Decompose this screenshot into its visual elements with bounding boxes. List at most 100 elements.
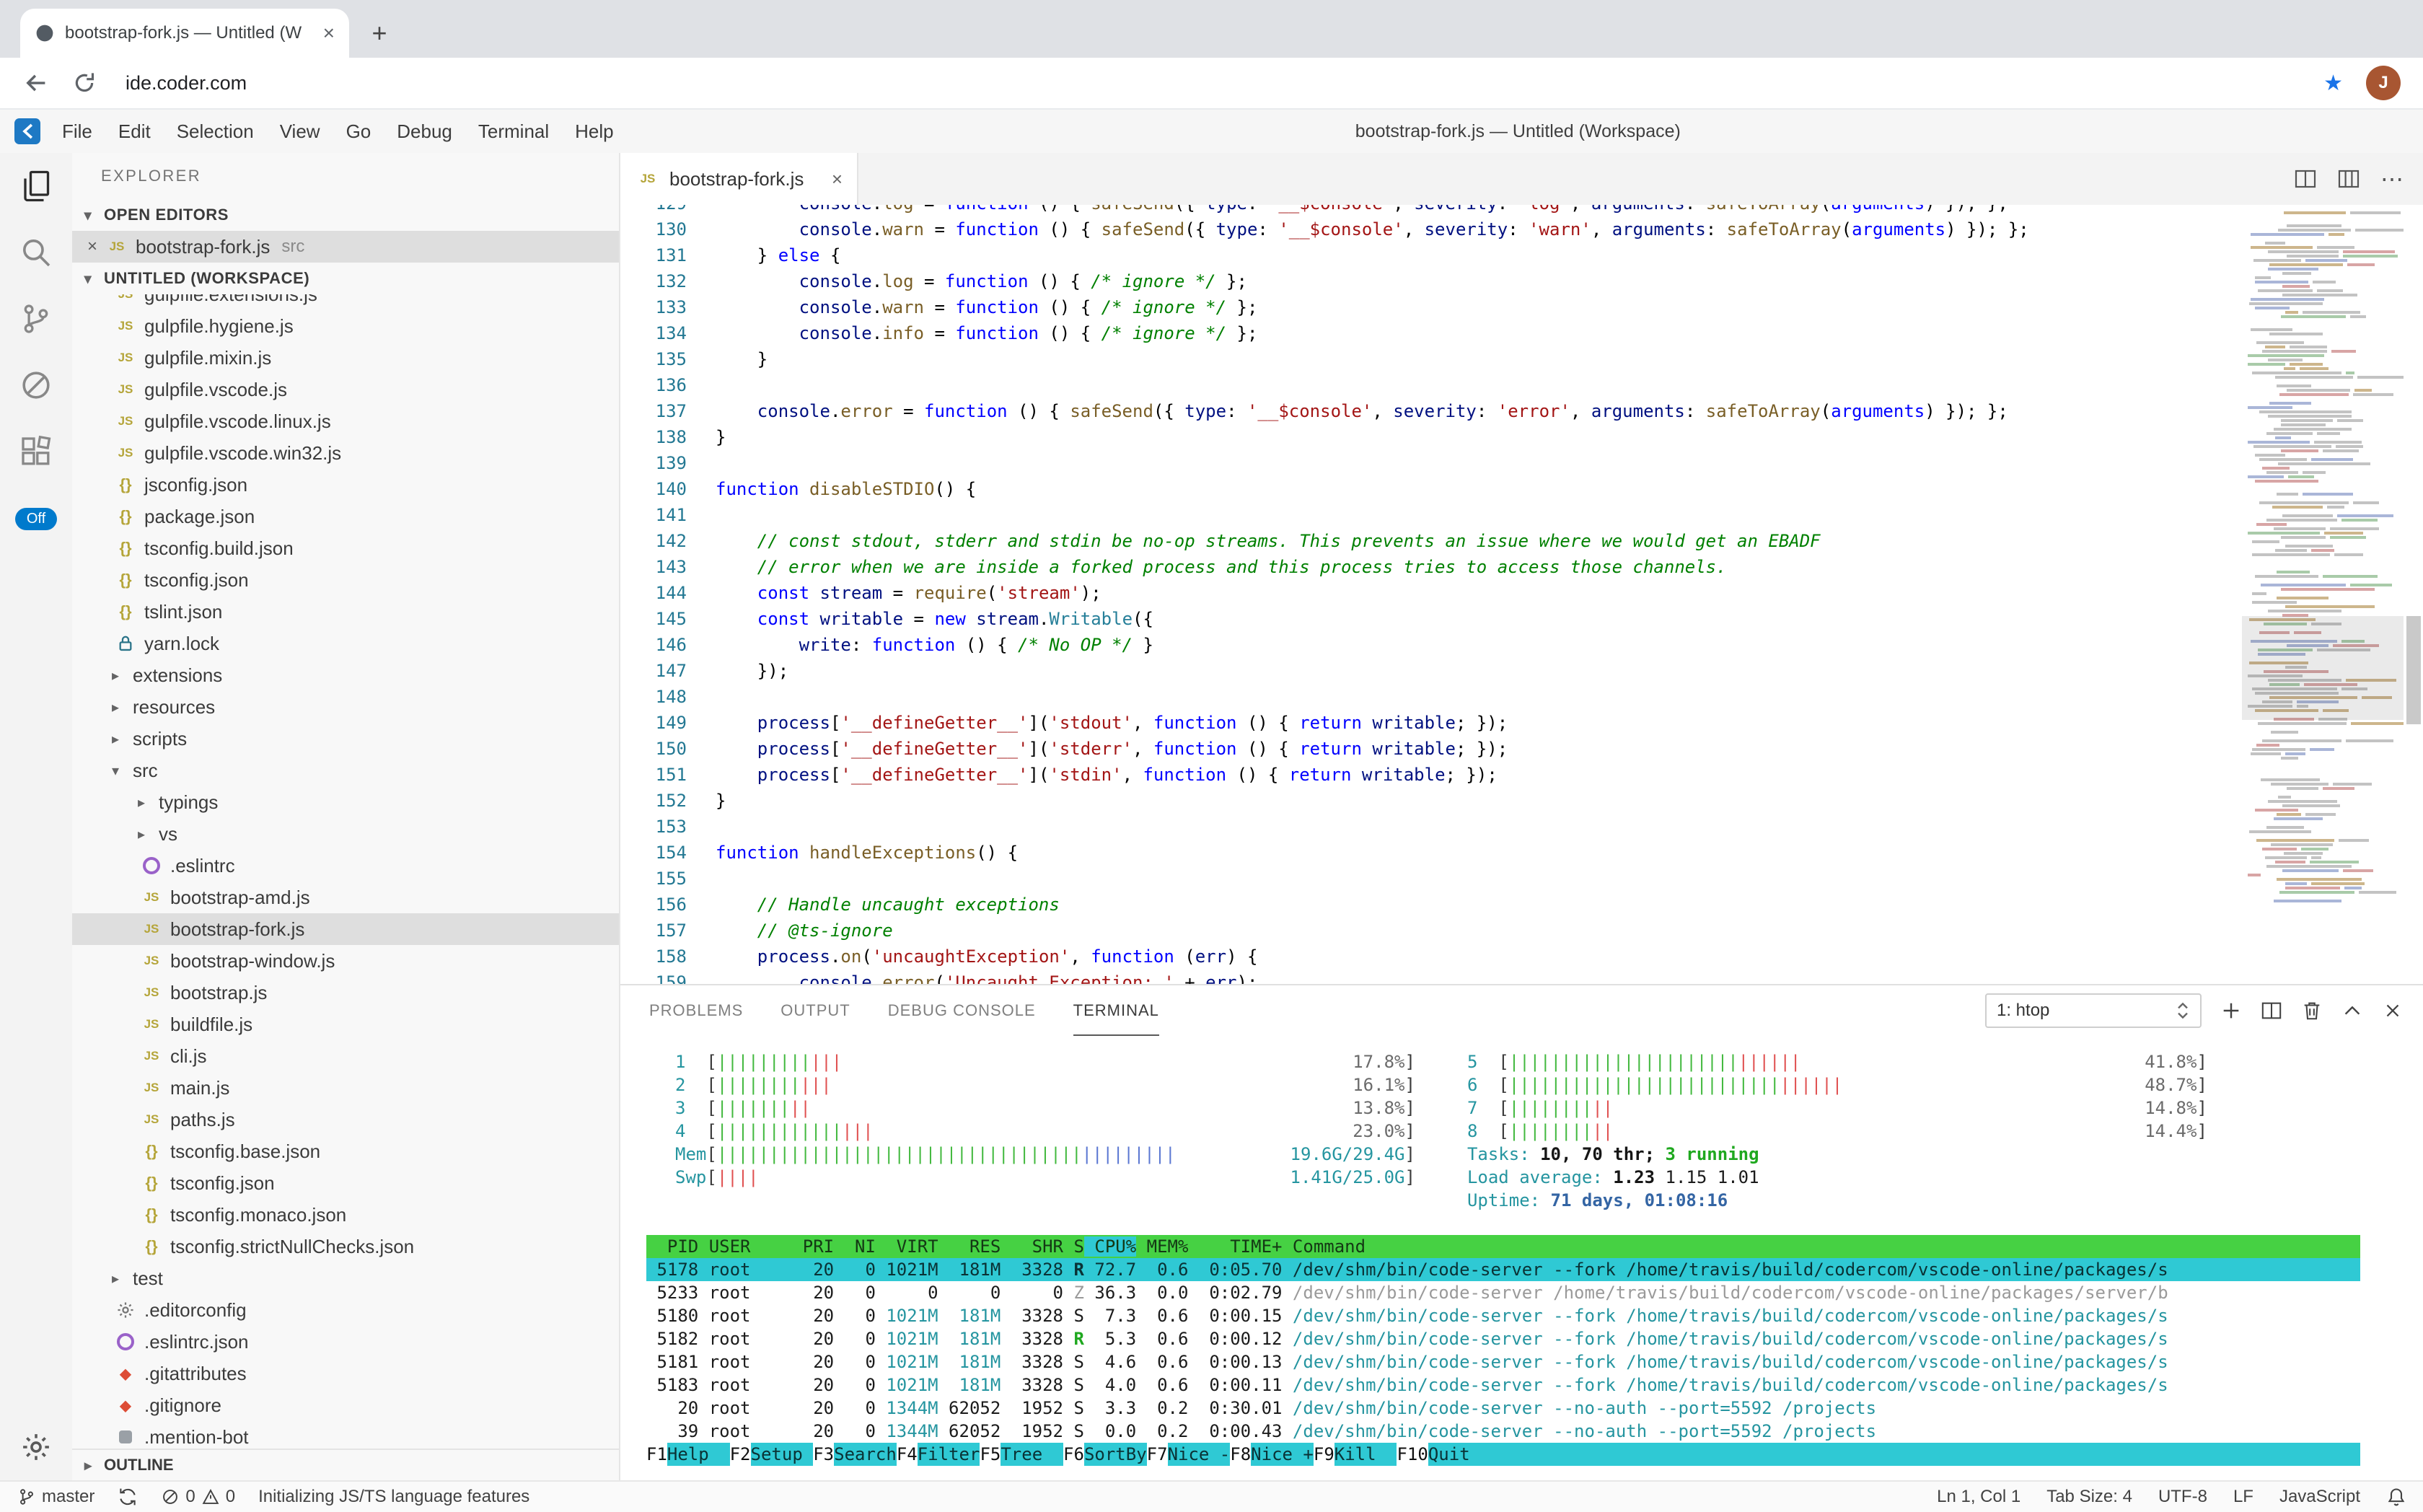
fkey-label[interactable]: Help — [667, 1443, 730, 1466]
tree-item-yarn.lock[interactable]: yarn.lock — [72, 628, 619, 659]
split-editor-icon[interactable] — [2294, 167, 2317, 190]
tree-item-buildfile.js[interactable]: JSbuildfile.js — [72, 1008, 619, 1040]
process-row[interactable]: 5182 root 20 0 1021M 181M 3328 R 5.3 0.6… — [646, 1327, 2360, 1350]
tree-item-.eslintrc[interactable]: .eslintrc — [72, 850, 619, 882]
tree-item-.mention-bot[interactable]: .mention-bot — [72, 1421, 619, 1449]
tree-item-.gitignore[interactable]: ◆.gitignore — [72, 1389, 619, 1421]
tab-close-icon[interactable]: × — [832, 168, 843, 190]
minimap-slider[interactable] — [2242, 616, 2404, 720]
tree-item-bootstrap-amd.js[interactable]: JSbootstrap-amd.js — [72, 882, 619, 913]
process-row[interactable]: 20 root 20 0 1344M 62052 1952 S 3.3 0.2 … — [646, 1397, 2360, 1420]
fkey-label[interactable]: SortBy — [1084, 1443, 1147, 1466]
fkey-label[interactable]: Setup — [751, 1443, 814, 1466]
reload-icon[interactable] — [72, 71, 97, 95]
minimap[interactable] — [2242, 205, 2404, 984]
browser-tab[interactable]: bootstrap-fork.js — Untitled (W × — [20, 9, 349, 58]
process-table-header[interactable]: PID USER PRI NI VIRT RES SHR S CPU% MEM%… — [646, 1235, 2360, 1258]
git-branch-indicator[interactable]: master — [17, 1487, 94, 1507]
tree-item-tsconfig.json[interactable]: {}tsconfig.json — [72, 1167, 619, 1199]
problems-indicator[interactable]: 0 0 — [161, 1487, 235, 1507]
tree-item-gulpfile.vscode.js[interactable]: JSgulpfile.vscode.js — [72, 374, 619, 405]
activitybar-circle-slash[interactable] — [0, 352, 72, 418]
bookmark-star-icon[interactable]: ★ — [2323, 71, 2343, 96]
statusbar-javascript[interactable]: JavaScript — [2279, 1487, 2360, 1507]
code-editor[interactable]: 129 console.log = function () { safeSend… — [620, 205, 2423, 984]
url-field[interactable]: ide.coder.com — [126, 72, 2300, 94]
fkey-label[interactable]: Nice + — [1251, 1443, 1314, 1466]
menu-debug[interactable]: Debug — [384, 116, 465, 147]
tree-item-jsconfig.json[interactable]: {}jsconfig.json — [72, 469, 619, 501]
fkey-f3[interactable]: F3 — [813, 1443, 834, 1466]
process-row[interactable]: 39 root 20 0 1344M 62052 1952 S 0.0 0.2 … — [646, 1420, 2360, 1443]
close-icon[interactable]: × — [81, 237, 104, 257]
process-row[interactable]: 5181 root 20 0 1021M 181M 3328 S 4.6 0.6… — [646, 1350, 2360, 1373]
more-actions-icon[interactable]: ⋯ — [2380, 165, 2404, 193]
tree-item-.gitattributes[interactable]: ◆.gitattributes — [72, 1358, 619, 1389]
split-terminal-icon[interactable] — [2261, 1000, 2282, 1021]
new-tab-button[interactable]: + — [361, 14, 398, 52]
avatar[interactable]: J — [2366, 66, 2401, 100]
tree-item-main.js[interactable]: JSmain.js — [72, 1072, 619, 1104]
settings-gear-icon[interactable] — [20, 1431, 52, 1463]
fkey-label[interactable]: Kill — [1334, 1443, 1397, 1466]
statusbar-ln-1-col-1[interactable]: Ln 1, Col 1 — [1937, 1487, 2020, 1507]
fkey-label[interactable]: Nice - — [1168, 1443, 1231, 1466]
activitybar-files[interactable] — [0, 153, 72, 219]
menu-edit[interactable]: Edit — [105, 116, 164, 147]
fkey-f6[interactable]: F6 — [1063, 1443, 1084, 1466]
fkey-f5[interactable]: F5 — [980, 1443, 1001, 1466]
tree-item-bootstrap.js[interactable]: JSbootstrap.js — [72, 977, 619, 1008]
menu-file[interactable]: File — [49, 116, 105, 147]
panel-tab-debug-console[interactable]: DEBUG CONSOLE — [888, 985, 1036, 1036]
tree-item-bootstrap-fork.js[interactable]: JSbootstrap-fork.js — [72, 913, 619, 945]
workspace-section-header[interactable]: ▾UNTITLED (WORKSPACE) — [72, 263, 619, 294]
tree-item-extensions[interactable]: ▸extensions — [72, 659, 619, 691]
activitybar-source-control[interactable] — [0, 286, 72, 352]
tree-item-tsconfig.build.json[interactable]: {}tsconfig.build.json — [72, 532, 619, 564]
tree-item-gulpfile.extensions.js[interactable]: JSgulpfile.extensions.js — [72, 294, 619, 310]
process-row[interactable]: 5178 root 20 0 1021M 181M 3328 R 72.7 0.… — [646, 1258, 2360, 1281]
scrollbar-thumb[interactable] — [2406, 616, 2421, 724]
process-row[interactable]: 5233 root 20 0 0 0 0 Z 36.3 0.0 0:02.79 … — [646, 1281, 2360, 1304]
kill-terminal-icon[interactable] — [2301, 1000, 2323, 1021]
off-badge[interactable]: Off — [15, 508, 57, 530]
tree-item-tslint.json[interactable]: {}tslint.json — [72, 596, 619, 628]
sync-button[interactable] — [118, 1487, 138, 1507]
back-icon[interactable] — [23, 70, 49, 96]
tree-item-cli.js[interactable]: JScli.js — [72, 1040, 619, 1072]
activitybar-search[interactable] — [0, 219, 72, 286]
fkey-label[interactable]: Tree — [1001, 1443, 1063, 1466]
fkey-f8[interactable]: F8 — [1230, 1443, 1251, 1466]
menu-view[interactable]: View — [267, 116, 333, 147]
fkey-f1[interactable]: F1 — [646, 1443, 667, 1466]
tree-item-vs[interactable]: ▸vs — [72, 818, 619, 850]
editor-scrollbar[interactable] — [2404, 205, 2423, 984]
menu-selection[interactable]: Selection — [164, 116, 267, 147]
tree-item-tsconfig.monaco.json[interactable]: {}tsconfig.monaco.json — [72, 1199, 619, 1231]
panel-tab-output[interactable]: OUTPUT — [780, 985, 850, 1036]
panel-tab-terminal[interactable]: TERMINAL — [1073, 985, 1159, 1036]
statusbar-utf-8[interactable]: UTF-8 — [2158, 1487, 2207, 1507]
close-panel-icon[interactable] — [2382, 1000, 2404, 1021]
tree-item-gulpfile.vscode.win32.js[interactable]: JSgulpfile.vscode.win32.js — [72, 437, 619, 469]
fkey-f4[interactable]: F4 — [897, 1443, 918, 1466]
tree-item-tsconfig.strictNullChecks.json[interactable]: {}tsconfig.strictNullChecks.json — [72, 1231, 619, 1262]
open-editor-item[interactable]: × JS bootstrap-fork.js src — [72, 231, 619, 263]
tree-item-resources[interactable]: ▸resources — [72, 691, 619, 723]
tree-item-.editorconfig[interactable]: .editorconfig — [72, 1294, 619, 1326]
open-editors-header[interactable]: ▾OPEN EDITORS — [72, 199, 619, 231]
menu-terminal[interactable]: Terminal — [465, 116, 562, 147]
tree-item-bootstrap-window.js[interactable]: JSbootstrap-window.js — [72, 945, 619, 977]
terminal[interactable]: 1 [|||||||||||| 17.8%]2 [||||||||||| 16.… — [620, 1036, 2423, 1480]
outline-section-header[interactable]: ▸OUTLINE — [72, 1449, 619, 1480]
terminal-select[interactable]: 1: htop — [1985, 993, 2202, 1028]
panel-tab-problems[interactable]: PROBLEMS — [649, 985, 743, 1036]
tree-item-tsconfig.base.json[interactable]: {}tsconfig.base.json — [72, 1135, 619, 1167]
layout-icon[interactable] — [2337, 167, 2360, 190]
process-row[interactable]: 5180 root 20 0 1021M 181M 3328 S 7.3 0.6… — [646, 1304, 2360, 1327]
notifications-bell[interactable] — [2386, 1487, 2406, 1507]
menu-help[interactable]: Help — [562, 116, 626, 147]
fkey-f10[interactable]: F10 — [1397, 1443, 1428, 1466]
fkey-f9[interactable]: F9 — [1314, 1443, 1334, 1466]
tree-item-src[interactable]: ▾src — [72, 755, 619, 786]
